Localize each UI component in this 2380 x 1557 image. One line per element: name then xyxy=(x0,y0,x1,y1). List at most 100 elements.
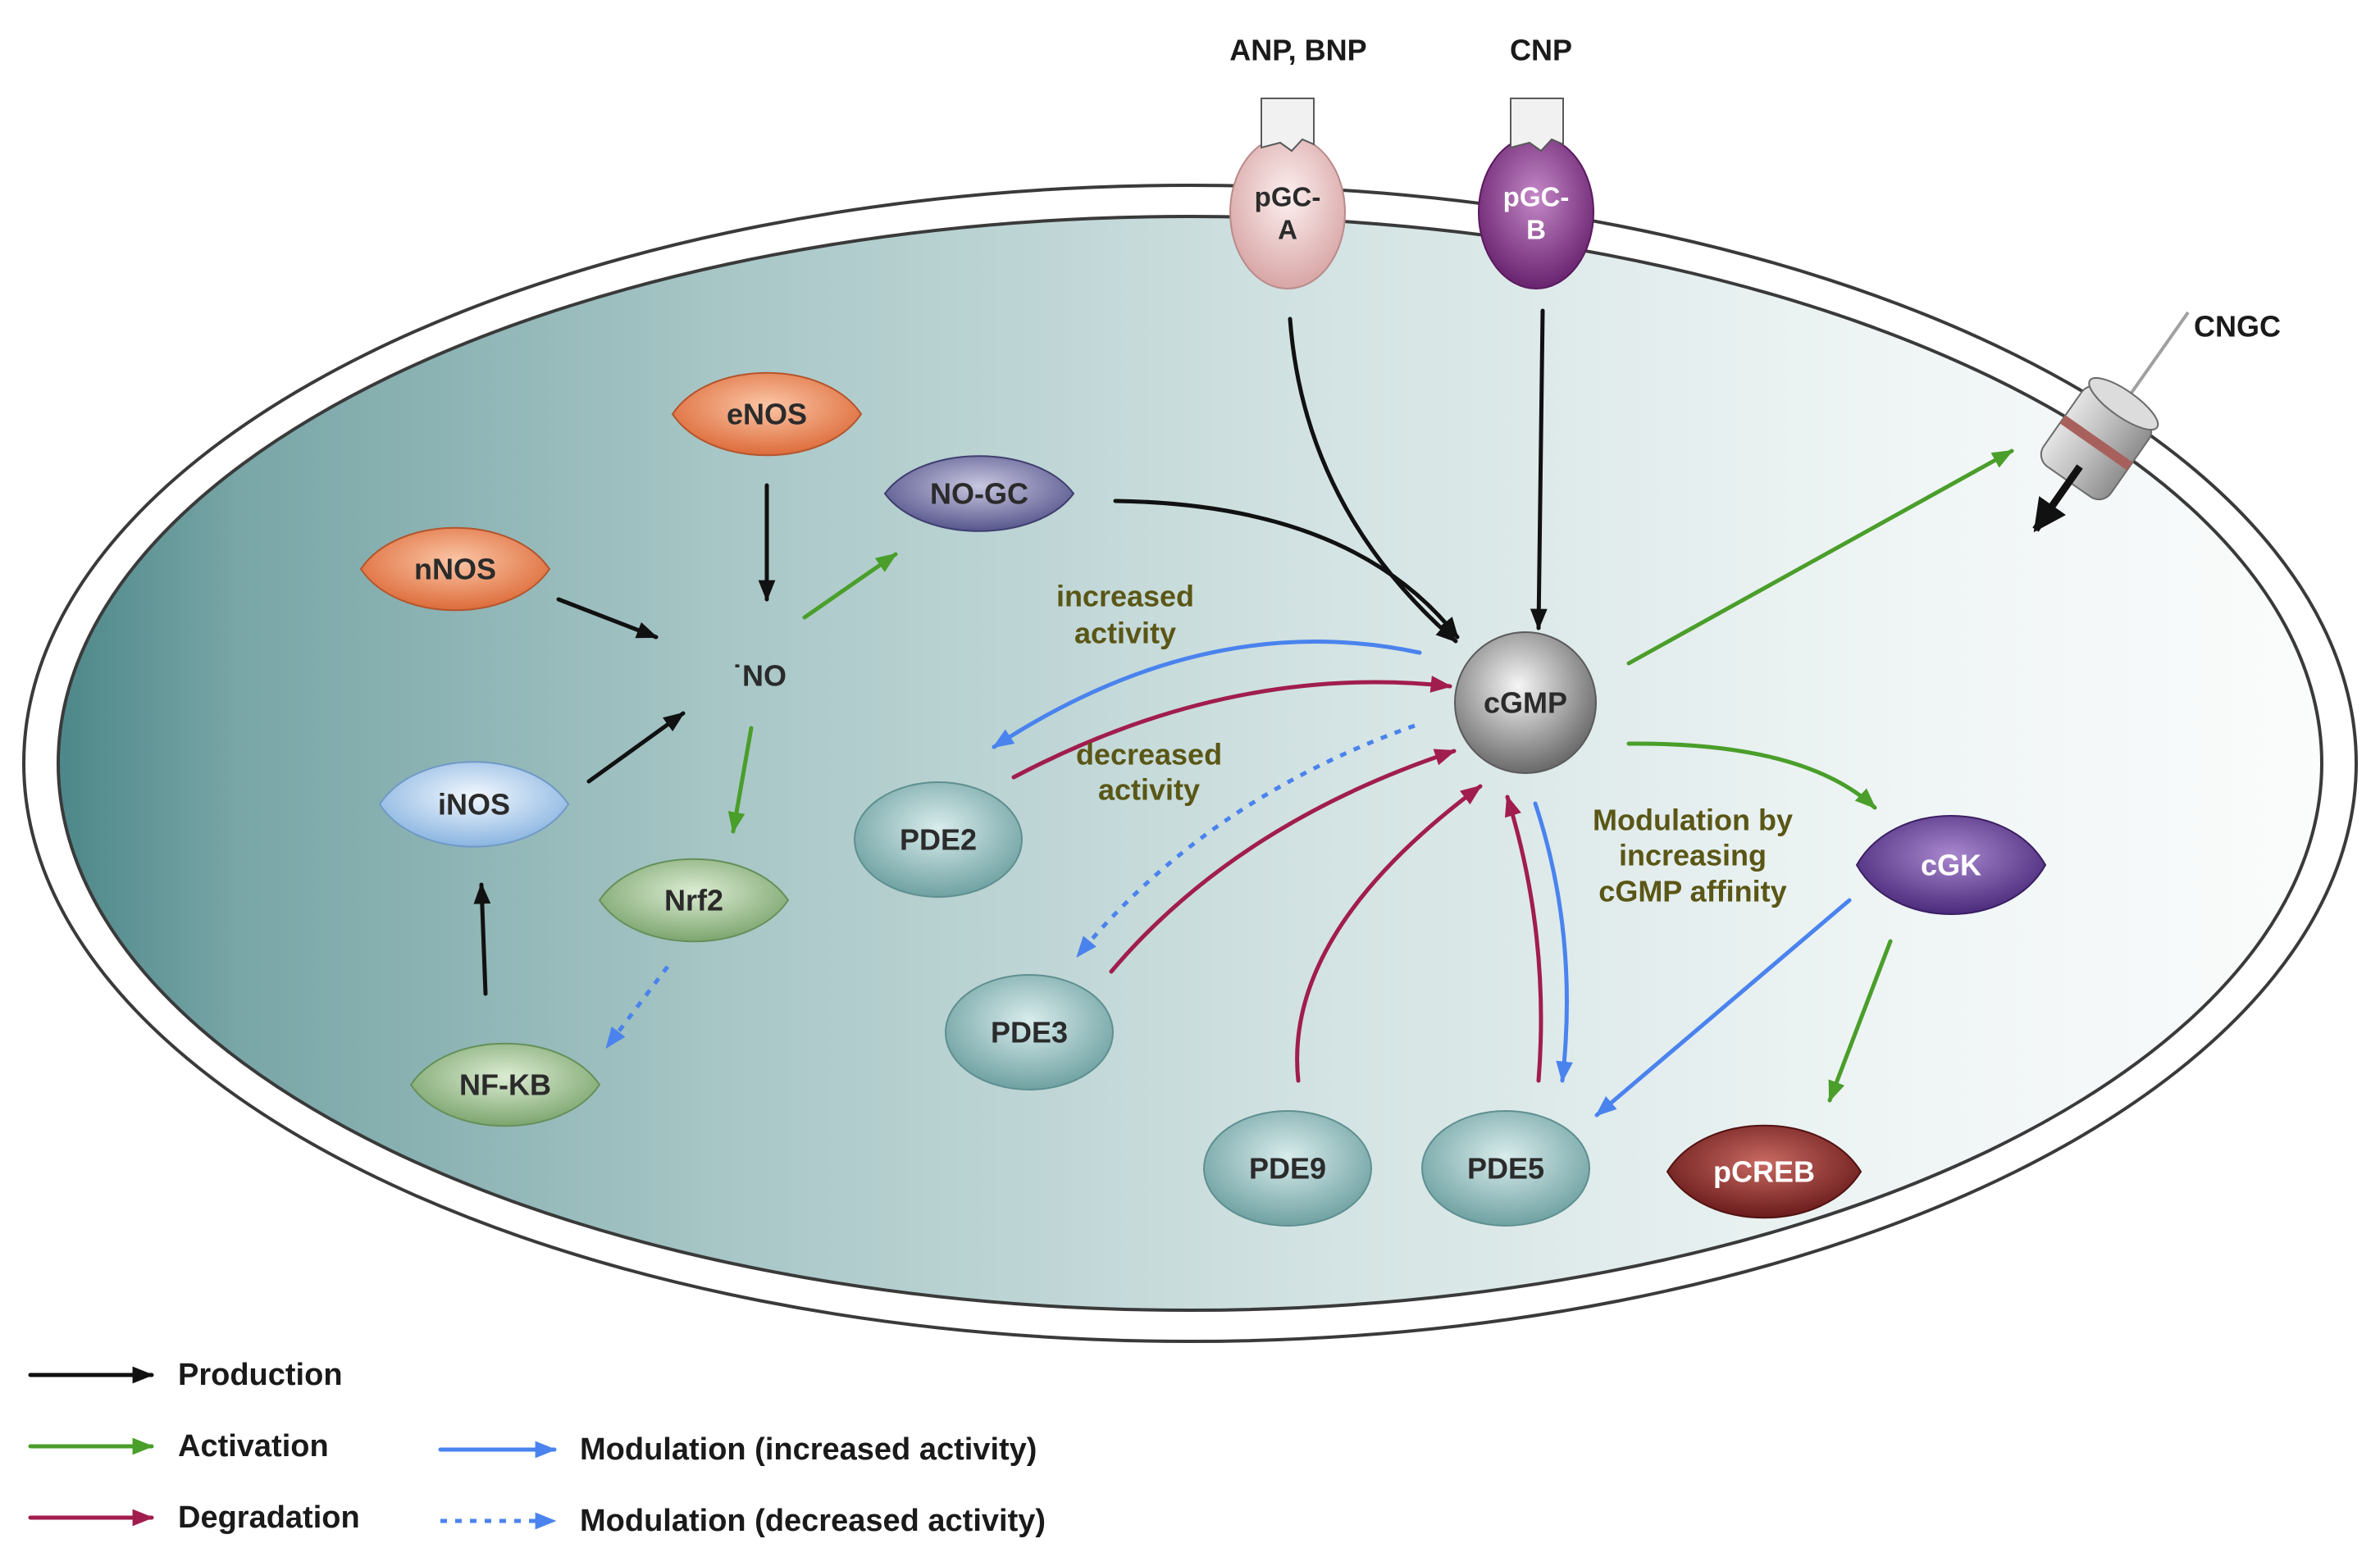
node-nitric-oxide-label: ˙NO xyxy=(732,659,786,693)
node-pde3: PDE3 xyxy=(945,974,1114,1090)
degradation-arrows xyxy=(1011,676,1543,1083)
node-pde3-label: PDE3 xyxy=(991,1016,1068,1049)
arrow-pde9-to-cgmp xyxy=(1295,784,1483,1083)
annotation-increased-line1: increased xyxy=(1056,580,1194,613)
node-enos-shape xyxy=(671,371,863,457)
modulation-arrows xyxy=(605,640,1852,1118)
annotation-decreased-line2: activity xyxy=(1098,773,1200,807)
receptor-pgc-b-label-line2: B xyxy=(1526,215,1546,245)
cngc-channel-band xyxy=(2059,415,2133,471)
node-cgmp: cGMP xyxy=(1454,631,1597,774)
node-no-gc: NO-GC xyxy=(883,455,1075,532)
legend-item-modulation-increased: Modulation (increased activity) xyxy=(438,1432,1037,1467)
node-cgmp-shape xyxy=(1454,631,1597,774)
node-enos: eNOS xyxy=(671,371,863,457)
arrow-cgmp-to-cngc xyxy=(1626,448,2014,666)
arrow-nnos-to-no xyxy=(556,597,659,640)
ligand-label-cnp: CNP xyxy=(1510,34,1572,67)
node-inos-shape xyxy=(378,761,570,848)
annotation-cgk-modulation-line2: increasing xyxy=(1619,839,1767,872)
arrow-cgmp-to-pde5-increased xyxy=(1533,801,1573,1083)
node-nrf2: Nrf2 xyxy=(598,858,790,943)
node-pde2-label: PDE2 xyxy=(900,823,977,857)
node-pde2: PDE2 xyxy=(854,781,1023,898)
cngc-channel xyxy=(2040,376,2159,501)
node-pde2-shape xyxy=(854,781,1023,898)
receptor-pgc-a-label-line2: A xyxy=(1278,215,1297,245)
receptor-pgc-b-label-line1: pGC- xyxy=(1503,182,1570,212)
activation-arrows xyxy=(727,448,2014,1103)
receptor-pgc-b-body xyxy=(1478,135,1594,289)
arrow-nogc-to-cgmp xyxy=(1113,499,1460,640)
annotation-increased-line2: activity xyxy=(1074,617,1176,650)
receptor-pgc-a-label-line1: pGC- xyxy=(1255,182,1321,212)
receptor-pgc-a-body xyxy=(1229,135,1346,289)
node-nfkb: NF-KB xyxy=(409,1042,601,1127)
annotation-cgk-modulation: Modulation by increasing cGMP affinity xyxy=(1593,804,1793,908)
node-pde9: PDE9 xyxy=(1203,1110,1372,1227)
node-pcreb-shape xyxy=(1666,1124,1863,1219)
arrow-pde2-to-cgmp xyxy=(1011,676,1452,780)
node-inos-label: iNOS xyxy=(438,788,510,822)
annotation-cgk-modulation-line1: Modulation by xyxy=(1593,804,1793,837)
production-arrows xyxy=(473,308,1548,996)
node-pcreb-label: pCREB xyxy=(1713,1155,1815,1189)
node-pde5-shape xyxy=(1421,1110,1590,1227)
node-no-gc-shape xyxy=(883,455,1075,532)
legend-label-degradation: Degradation xyxy=(178,1500,360,1535)
node-pde5-label: PDE5 xyxy=(1467,1152,1544,1186)
arrow-nrf2-to-nfkb-decreased xyxy=(605,965,669,1049)
node-inos: iNOS xyxy=(378,761,570,848)
node-pde3-shape xyxy=(945,974,1114,1090)
node-nnos-label: nNOS xyxy=(414,553,496,586)
arrow-cgmp-to-pde3-decreased xyxy=(1076,723,1416,958)
receptor-pgc-b: pGC- B xyxy=(1478,98,1594,289)
annotation-decreased-activity: decreased activity xyxy=(1076,738,1222,807)
ligand-label-anp-bnp: ANP, BNP xyxy=(1229,34,1366,67)
node-pcreb: pCREB xyxy=(1666,1124,1863,1219)
legend-label-production: Production xyxy=(178,1358,343,1392)
legend: Production Activation Degradation Modula… xyxy=(28,1358,1046,1538)
annotation-decreased-line1: decreased xyxy=(1076,738,1222,772)
annotation-increased-activity: increased activity xyxy=(1056,580,1194,650)
node-cgmp-label: cGMP xyxy=(1484,686,1567,720)
node-nfkb-shape xyxy=(409,1042,601,1127)
cngc-flow-arrow xyxy=(2032,464,2083,533)
node-cgk-shape xyxy=(1855,815,2047,915)
legend-item-activation: Activation xyxy=(28,1429,329,1464)
node-cgk: cGK xyxy=(1855,815,2047,915)
node-cgk-label: cGK xyxy=(1921,849,1981,882)
arrow-pgcb-to-cgmp xyxy=(1530,308,1548,631)
node-pde5: PDE5 xyxy=(1421,1110,1590,1227)
receptor-pgc-a: pGC- A xyxy=(1229,98,1346,289)
arrow-cgmp-to-cgk xyxy=(1626,741,1877,810)
arrow-pde3-to-cgmp xyxy=(1109,749,1457,974)
legend-item-modulation-decreased: Modulation (decreased activity) xyxy=(440,1504,1046,1538)
legend-label-modulation-decreased: Modulation (decreased activity) xyxy=(580,1504,1046,1538)
legend-item-degradation: Degradation xyxy=(28,1500,360,1535)
cngc-channel-cap xyxy=(2088,376,2159,431)
arrow-nfkb-to-inos xyxy=(473,882,491,996)
receptor-pgc-b-ligand-domain xyxy=(1510,98,1564,153)
arrow-inos-to-no xyxy=(586,711,686,784)
legend-label-activation: Activation xyxy=(178,1429,329,1464)
arrow-pgca-to-cgmp xyxy=(1288,316,1458,644)
node-nfkb-label: NF-KB xyxy=(459,1068,551,1102)
node-nnos: nNOS xyxy=(359,526,551,612)
legend-label-modulation-increased: Modulation (increased activity) xyxy=(580,1432,1037,1467)
node-pde9-label: PDE9 xyxy=(1249,1152,1326,1186)
channel-label-cngc: CNGC xyxy=(2194,310,2281,344)
node-pde9-shape xyxy=(1203,1110,1372,1227)
receptor-pgc-a-ligand-domain xyxy=(1261,98,1315,153)
node-enos-label: eNOS xyxy=(727,398,807,431)
annotation-cgk-modulation-line3: cGMP affinity xyxy=(1598,875,1786,908)
arrow-cgk-to-pcreb xyxy=(1827,939,1893,1103)
arrow-cgk-to-pde5-increased xyxy=(1594,898,1852,1118)
arrow-pde5-to-cgmp xyxy=(1504,794,1543,1083)
legend-item-production: Production xyxy=(28,1358,343,1392)
arrow-cgmp-to-pde2-increased xyxy=(992,640,1422,749)
node-nrf2-shape xyxy=(598,858,790,943)
arrow-no-to-nrf2 xyxy=(727,726,754,834)
arrow-no-to-nogc xyxy=(802,552,898,620)
